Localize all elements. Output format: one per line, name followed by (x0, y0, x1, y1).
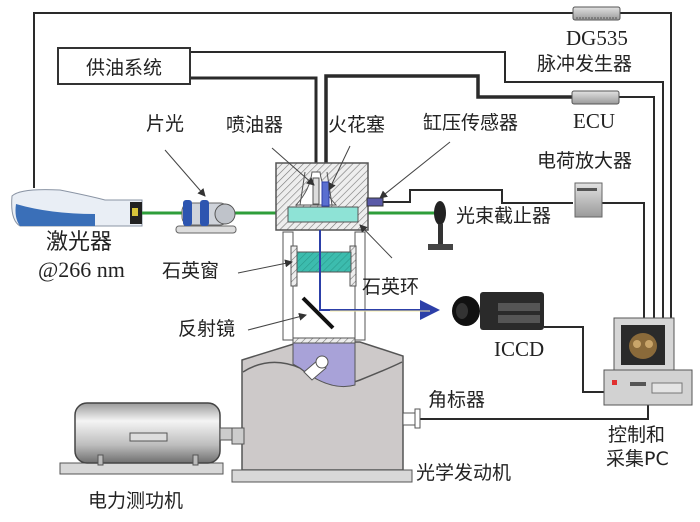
charge-amplifier-device (574, 182, 603, 218)
injector-label: 喷油器 (226, 114, 284, 136)
wire-sensor-amp (383, 189, 573, 204)
mirror-element (301, 296, 335, 330)
pulse-generator-label: 脉冲发生器 (537, 53, 633, 75)
pressure-sensor-label: 缸压传感器 (423, 112, 519, 134)
wires (33, 12, 672, 420)
dynamometer-device (59, 402, 233, 475)
dg535-device (572, 6, 621, 21)
beam-stop-label: 光束截止器 (456, 205, 552, 227)
optical-engine (231, 162, 421, 483)
fuel-supply-box: 供油系统 (57, 47, 191, 85)
wire-laser-dg535 (33, 12, 573, 188)
laser-device (11, 189, 143, 227)
quartz-ring-label: 石英环 (362, 276, 420, 298)
laser-wavelength-label: @266 nm (38, 257, 125, 282)
wire-encoder-pc (420, 405, 649, 420)
wire-fuel-injector (191, 76, 318, 180)
pulse-generator-model-label: DG535 (566, 26, 628, 50)
wire-fuel-pc (191, 51, 664, 320)
signal-beam (319, 230, 440, 320)
spark-plug-label: 火花塞 (328, 114, 386, 136)
wire-ecu-spark (324, 74, 573, 185)
iccd-camera (452, 292, 544, 330)
pc-device (603, 317, 693, 406)
encoder-label: 角标器 (428, 389, 486, 411)
ecu-device (571, 90, 620, 105)
wire-amp-pc (602, 202, 645, 320)
optical-engine-label: 光学发动机 (416, 462, 512, 484)
ecu-label: ECU (573, 109, 615, 133)
sheet-optics-device (175, 200, 237, 234)
laser-label: 激光器 (46, 230, 113, 255)
iccd-label: ICCD (494, 337, 545, 361)
pc-label-line2: 采集PC (606, 448, 669, 470)
pc-label-line1: 控制和 (608, 424, 666, 446)
quartz-window-label: 石英窗 (162, 260, 220, 282)
mirror-label: 反射镜 (178, 318, 236, 340)
wire-iccd-pc (544, 326, 604, 393)
wire-ecu-pc (619, 96, 655, 320)
sheet-optics-label: 片光 (146, 113, 185, 135)
leader-lines (164, 141, 451, 331)
wire-dg535-pc (620, 12, 672, 320)
dynamometer-label: 电力测功机 (88, 490, 184, 512)
charge-amplifier-label: 电荷放大器 (537, 150, 633, 172)
beam-stop-device (428, 201, 453, 250)
